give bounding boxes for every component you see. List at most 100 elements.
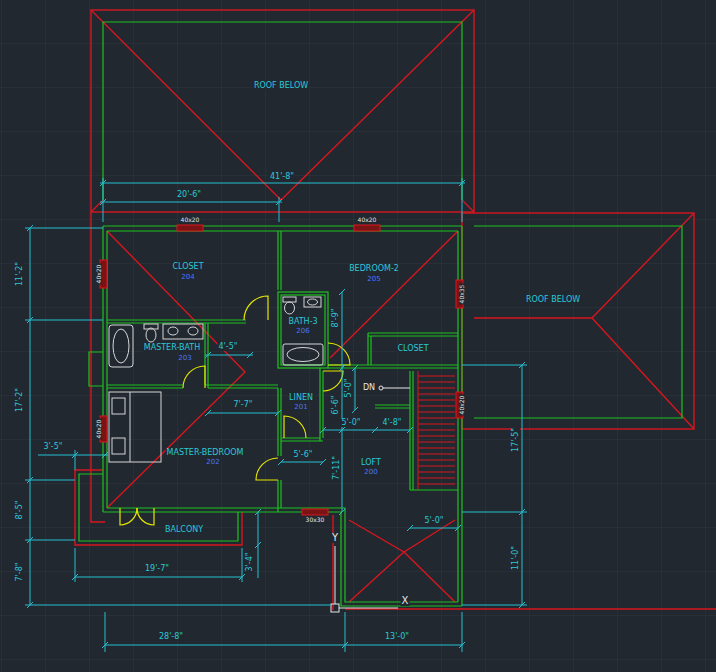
dimension-text: 8'-9" <box>332 308 340 329</box>
fixture <box>112 398 125 414</box>
roof-outline <box>91 10 474 200</box>
room-number: 202 <box>205 459 220 466</box>
fixture <box>168 327 178 335</box>
ucs-icon <box>335 546 398 608</box>
room-number: 206 <box>295 328 310 335</box>
dimension-line <box>278 459 326 465</box>
dimension-line <box>38 450 108 470</box>
stair-treads <box>418 371 455 490</box>
roof-outline <box>91 200 474 212</box>
door-swing <box>323 371 343 391</box>
stair-arrow <box>379 386 410 390</box>
dimension-line <box>462 365 527 605</box>
window-size: 40x20 <box>180 217 201 223</box>
dimension-line <box>320 427 413 433</box>
fixture <box>112 438 125 454</box>
room-name: MASTER-BATH <box>143 344 201 352</box>
dimension-line <box>25 178 527 652</box>
fixture <box>109 392 161 462</box>
room-name: BEDROOM-2 <box>348 265 400 273</box>
fixture <box>109 325 133 367</box>
wall <box>410 371 458 490</box>
dimension-line <box>27 225 33 608</box>
window <box>302 509 328 515</box>
dimension-line <box>255 509 261 578</box>
wall <box>107 320 246 323</box>
ucs-icon <box>331 546 398 612</box>
roof-outline <box>462 213 694 429</box>
stair-note: DN <box>362 384 376 392</box>
window-size: 30x30 <box>305 517 326 523</box>
room-number: 203 <box>177 355 192 362</box>
door-swing <box>244 296 268 320</box>
stair-arrow <box>379 386 383 390</box>
dimension-line <box>105 612 462 652</box>
window-size: 40x35 <box>459 284 465 305</box>
wall <box>368 333 458 365</box>
dimension-text: 7'-8" <box>16 562 24 583</box>
dimension-text: 11'-2" <box>16 261 24 287</box>
wall <box>89 226 462 606</box>
dimension-line <box>103 178 462 222</box>
window-size: 40x20 <box>96 264 102 285</box>
room-name: CLOSET <box>396 345 429 353</box>
fixture <box>304 297 321 307</box>
room-number: 204 <box>180 274 195 281</box>
fixture <box>109 297 323 462</box>
wall <box>89 352 103 386</box>
roof-note: ROOF BELOW <box>525 296 581 304</box>
window <box>354 225 380 231</box>
dimension-text: 7'-11" <box>333 455 341 481</box>
dimension-text: 5'-6" <box>293 451 314 459</box>
wall <box>278 388 281 512</box>
dimension-line <box>102 642 465 648</box>
dimension-line <box>25 228 331 605</box>
axis-letter: Y <box>331 533 339 543</box>
door-swing <box>328 343 350 365</box>
roof-note: ROOF BELOW <box>253 82 309 90</box>
fixture <box>285 302 295 314</box>
roof-edge <box>474 226 682 418</box>
fixture <box>308 299 318 305</box>
ucs-icon <box>331 604 339 612</box>
dimension-text: 11'-0" <box>512 545 520 571</box>
dimension-line <box>205 352 253 358</box>
wall <box>281 368 323 441</box>
wall <box>278 292 328 368</box>
roof-outline <box>91 10 474 212</box>
fixture <box>146 328 156 342</box>
dimension-text: 4'-8" <box>382 419 403 427</box>
room-name: BATH-3 <box>287 318 318 326</box>
roof-edge <box>79 22 682 541</box>
room-number: 200 <box>363 469 378 476</box>
fixture <box>188 327 198 335</box>
window-size: 40x20 <box>357 217 378 223</box>
wall <box>103 508 462 606</box>
door-swing <box>120 508 137 525</box>
dimension-text: 5'-0" <box>424 517 445 525</box>
fixture <box>283 297 296 302</box>
dimension-text: 17'-5" <box>512 427 520 453</box>
dimension-line <box>72 548 245 582</box>
roof-outline <box>333 515 716 610</box>
dimension-text: 13'-0" <box>384 633 410 641</box>
roof-outline <box>474 213 694 429</box>
dimension-text: 17'-2" <box>16 387 24 413</box>
roof-outline <box>349 520 455 602</box>
dimension-text: 3'-4" <box>246 552 254 573</box>
dimension-text: 8'-5" <box>16 500 24 521</box>
wall <box>278 231 281 290</box>
window-size: 40x20 <box>459 395 465 416</box>
dimension-text: 7'-7" <box>233 401 254 409</box>
roof-edge <box>103 22 462 200</box>
dimension-text: 3'-5" <box>43 443 64 451</box>
fixture <box>287 348 319 362</box>
window-size: 40x20 <box>96 419 102 440</box>
fixture <box>113 329 129 363</box>
room-number: 205 <box>366 276 381 283</box>
